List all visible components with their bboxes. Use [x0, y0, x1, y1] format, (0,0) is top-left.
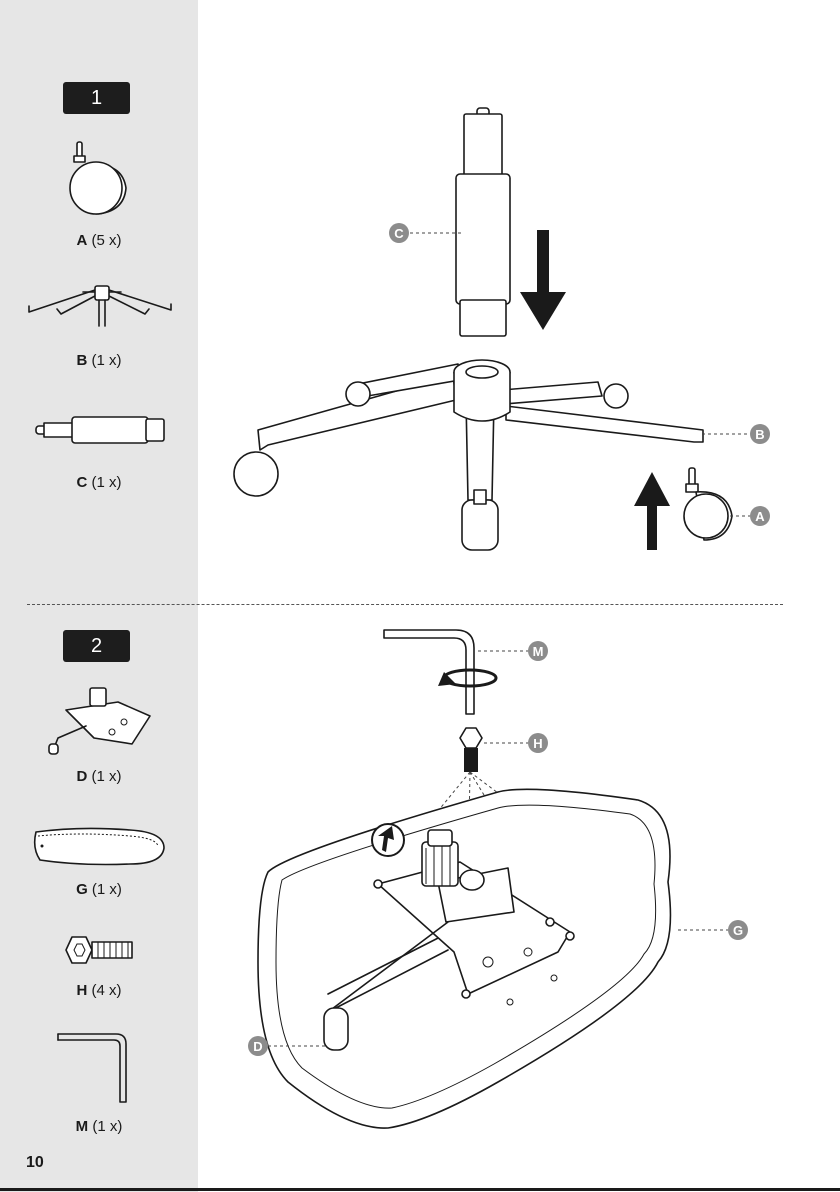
- part-m-label: M (1 x): [0, 1118, 198, 1135]
- part-g-seat-thumbnail: [30, 822, 170, 870]
- step-1-badge: 1: [63, 82, 130, 114]
- arrow-up-icon: [634, 472, 670, 550]
- svg-text:C: C: [394, 226, 404, 241]
- part-m-hex-key-thumbnail: [54, 1030, 144, 1106]
- caster-a: [684, 468, 732, 540]
- part-b-base-thumbnail: [25, 284, 175, 334]
- page-number: 10: [26, 1154, 44, 1172]
- part-h-label: H (4 x): [0, 982, 198, 999]
- step-2-illustration: M H G D: [198, 622, 798, 1142]
- svg-text:M: M: [533, 644, 544, 659]
- svg-text:H: H: [533, 736, 542, 751]
- step-2-badge: 2: [63, 630, 130, 662]
- star-base-b: [234, 360, 703, 550]
- front-direction-icon: [372, 824, 404, 856]
- svg-text:D: D: [253, 1039, 262, 1054]
- part-h-bolt-thumbnail: [62, 932, 138, 968]
- step-divider: [27, 604, 783, 605]
- gas-lift-c: [456, 108, 510, 336]
- part-a-label: A (5 x): [0, 232, 198, 249]
- part-a-caster-thumbnail: [60, 140, 140, 220]
- arrow-down-icon: [520, 230, 566, 330]
- step-1-illustration: C B A: [198, 100, 798, 580]
- part-b-label: B (1 x): [0, 352, 198, 369]
- part-d-label: D (1 x): [0, 768, 198, 785]
- bottom-rule: [0, 1188, 840, 1191]
- svg-text:G: G: [733, 923, 743, 938]
- part-c-label: C (1 x): [0, 474, 198, 491]
- bolt-h: [460, 728, 482, 772]
- part-c-gas-lift-thumbnail: [34, 414, 168, 446]
- svg-text:A: A: [755, 509, 765, 524]
- svg-text:B: B: [755, 427, 764, 442]
- part-g-label: G (1 x): [0, 881, 198, 898]
- part-d-mechanism-thumbnail: [46, 682, 156, 762]
- rotate-arrow-icon: [438, 670, 496, 686]
